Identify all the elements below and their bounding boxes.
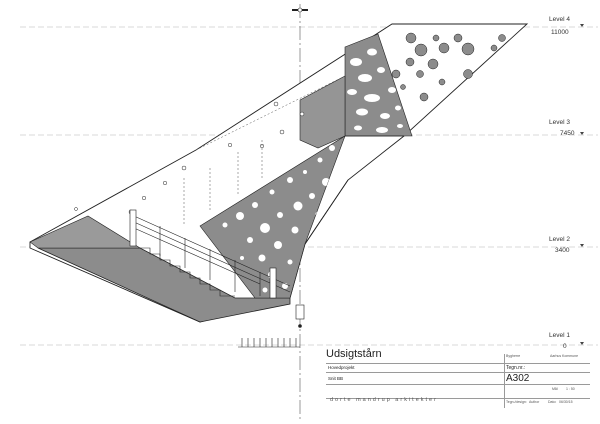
client-value: Aarhus Kommune bbox=[550, 354, 579, 358]
drawing-number: A302 bbox=[506, 373, 530, 384]
level-1-name: Level 1 bbox=[549, 332, 570, 339]
lower-landing-post bbox=[269, 267, 277, 299]
drawn-by-label: Tegn./design: bbox=[506, 400, 527, 404]
date-label: Dato: bbox=[548, 400, 557, 404]
scale-label: Mål bbox=[552, 387, 558, 391]
project-title: Udsigtstårn bbox=[326, 348, 382, 360]
level-2-value: 3400 bbox=[555, 247, 570, 254]
top-perforations bbox=[391, 32, 506, 102]
level-markers bbox=[580, 24, 584, 345]
foundation bbox=[238, 304, 305, 348]
level-3-name: Level 3 bbox=[549, 119, 570, 126]
stair-railing-bottom bbox=[133, 227, 261, 285]
level-1-value: 0 bbox=[563, 343, 567, 350]
level-4-name: Level 4 bbox=[549, 16, 570, 23]
phase-label: Hovedprojekt bbox=[328, 365, 355, 370]
level-2-name: Level 2 bbox=[549, 236, 570, 243]
upper-perforations bbox=[347, 48, 403, 133]
scale-value: 1 : 50 bbox=[566, 387, 575, 391]
stair-steps bbox=[140, 247, 235, 297]
internal-structure bbox=[183, 75, 404, 245]
drawing-no-label: Tegn.nr.: bbox=[506, 365, 526, 371]
lower-perforated-plane bbox=[199, 135, 346, 299]
stair-landing-post bbox=[129, 209, 137, 247]
section-name: Snit BB bbox=[328, 376, 344, 381]
client-label: Bygherre bbox=[506, 354, 521, 358]
level-3-value: 7450 bbox=[560, 130, 575, 137]
drawn-by-value: Author bbox=[529, 400, 540, 404]
staircase bbox=[129, 209, 291, 299]
firm-name: dorte mandrup arkitekter bbox=[330, 397, 438, 403]
title-block: Udsigtstårn Bygherre Aarhus Kommune Hove… bbox=[326, 346, 590, 408]
level-4-value: 11000 bbox=[551, 29, 569, 36]
date-value: 06/30/15 bbox=[559, 400, 573, 404]
